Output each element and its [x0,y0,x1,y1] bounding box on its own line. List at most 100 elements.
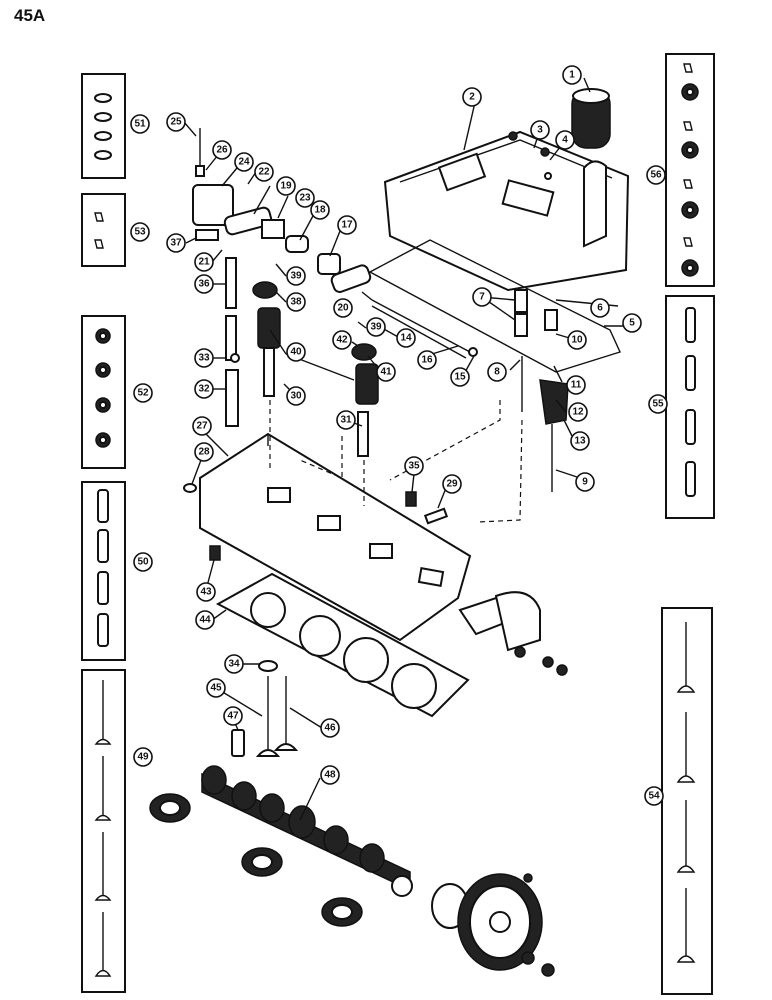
callout: 25 [166,112,186,132]
callout: 18 [310,200,330,220]
leader-lines [183,77,636,821]
callout-label: 49 [137,752,149,763]
callout-label: 18 [314,205,326,216]
callout: 55 [648,394,668,414]
callout-label: 1 [569,70,575,81]
kit-box-49 [81,669,126,993]
kit-box-53 [81,193,126,267]
callout-label: 12 [572,407,584,418]
callout-label: 40 [290,347,302,358]
rocker-cover [383,130,630,292]
callout-label: 54 [648,791,660,802]
callout: 34 [224,654,244,674]
callout: 40 [286,342,306,362]
head-gasket [215,572,470,718]
callout: 50 [133,552,153,572]
callout: 20 [333,298,353,318]
callout: 14 [396,328,416,348]
callout-label: 21 [198,257,210,268]
callout-label: 23 [299,193,311,204]
callout: 46 [320,718,340,738]
alignment-lines [269,400,523,523]
cam-bearings [149,793,363,927]
kit-box-52 [81,315,126,469]
callout-label: 24 [238,157,250,168]
callout-label: 6 [597,303,603,314]
callout: 31 [336,410,356,430]
callout: 35 [404,456,424,476]
callout-label: 46 [324,723,336,734]
callout: 41 [376,362,396,382]
callout: 39 [286,266,306,286]
callout-label: 16 [421,355,433,366]
callout-label: 8 [494,367,500,378]
callout: 1 [562,65,582,85]
callout-label: 25 [170,117,182,128]
callout-label: 9 [582,477,588,488]
callout: 27 [192,416,212,436]
callout: 15 [450,367,470,387]
callout: 7 [472,287,492,307]
callout-label: 55 [652,399,664,410]
callout-label: 30 [290,391,302,402]
callout: 51 [130,114,150,134]
callout: 21 [194,252,214,272]
callout: 17 [337,215,357,235]
callout: 32 [194,379,214,399]
callout: 45 [206,678,226,698]
callout: 6 [590,298,610,318]
callout-label: 47 [227,711,239,722]
callout: 47 [223,706,243,726]
kit-box-55 [665,295,715,519]
kit-box-56 [665,53,715,287]
water-outlet [458,591,568,676]
timing-gear [431,873,555,977]
callout: 29 [442,474,462,494]
kit-box-50 [81,481,126,661]
callout-label: 2 [469,92,475,103]
callout: 49 [133,747,153,767]
callout-label: 17 [341,220,353,231]
kit-box-54 [661,607,713,995]
callout: 39 [366,317,386,337]
callout: 53 [130,222,150,242]
callout: 42 [332,330,352,350]
callout-label: 35 [408,461,420,472]
callout: 12 [568,402,588,422]
callout: 8 [487,362,507,382]
kit-box-51 [81,73,126,179]
callout-label: 28 [198,447,210,458]
callout-label: 53 [134,227,146,238]
callout-label: 11 [571,380,582,391]
callout-label: 27 [196,421,208,432]
callout-label: 42 [336,335,348,346]
callout: 19 [276,176,296,196]
page-label: 45A [14,6,46,25]
callout: 13 [570,431,590,451]
callout: 56 [646,165,666,185]
callout-label: 44 [199,615,211,626]
callout-label: 51 [134,119,146,130]
callout-label: 41 [380,367,392,378]
callout-label: 19 [280,181,292,192]
callout: 36 [194,274,214,294]
callout: 54 [644,786,664,806]
callout-label: 14 [400,333,412,344]
callout: 26 [212,140,232,160]
callout-label: 5 [629,318,635,329]
callout-label: 34 [228,659,240,670]
callout-label: 22 [258,167,270,178]
callout: 28 [194,442,214,462]
callout: 9 [575,472,595,492]
callout: 22 [254,162,274,182]
callout-label: 26 [216,145,228,156]
callout: 43 [196,582,216,602]
camshaft [201,765,413,897]
callout: 16 [417,350,437,370]
callout: 52 [133,383,153,403]
breather-cap [571,88,611,149]
rocker-shaft-assembly [192,128,471,359]
callout-label: 31 [340,415,352,426]
rocker-cover-gasket [368,239,621,373]
